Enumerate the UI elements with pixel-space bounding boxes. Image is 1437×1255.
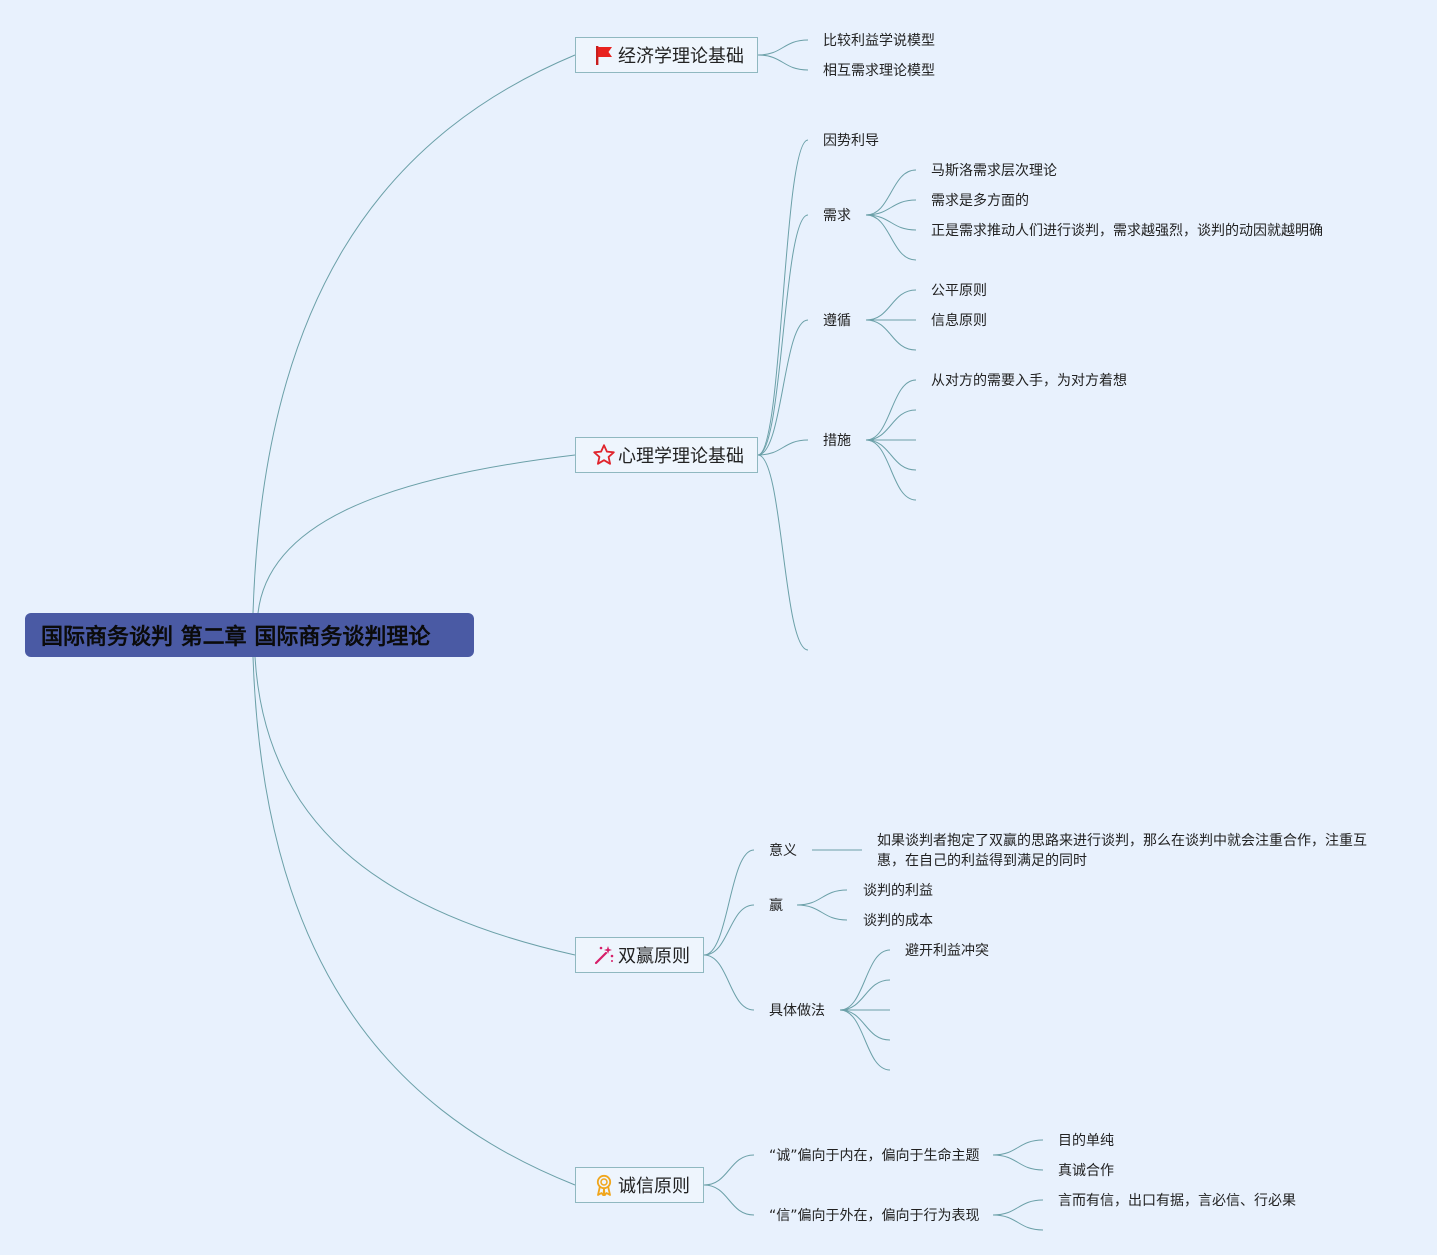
connector-cheng-0 xyxy=(992,1139,1044,1156)
branch-integrity[interactable]: 诚信原则 xyxy=(575,1167,704,1203)
connector-need-2 xyxy=(865,214,917,231)
topic-negotiation-cost[interactable]: 谈判的成本 xyxy=(863,913,933,929)
topic-measures[interactable]: 措施 xyxy=(823,433,851,449)
branch-integrity-label: 诚信原则 xyxy=(618,1176,690,1197)
topic-avoid-conflict[interactable]: 避开利益冲突 xyxy=(905,943,989,959)
branch-economics[interactable]: 经济学理论基础 xyxy=(575,37,758,73)
connector-root-winwin xyxy=(254,656,576,956)
branch-economics-label: 经济学理论基础 xyxy=(618,46,744,67)
connector-follow-0 xyxy=(865,289,917,321)
connector-measure-4 xyxy=(865,439,917,501)
topic-xin[interactable]: “信”偏向于外在，偏向于行为表现 xyxy=(769,1208,980,1224)
connector-practice-3 xyxy=(839,1009,891,1041)
connector-measure-3 xyxy=(865,439,917,471)
connector-psy-0 xyxy=(757,139,809,456)
topic-win[interactable]: 赢 xyxy=(769,898,783,914)
magic-wand-icon xyxy=(592,943,616,967)
branch-winwin[interactable]: 双赢原则 xyxy=(575,937,704,973)
topic-meaning-text[interactable]: 如果谈判者抱定了双赢的思路来进行谈判，那么在谈判中就会注重合作，注重互惠，在自己… xyxy=(877,833,1367,869)
connector-win-2 xyxy=(703,954,755,1011)
connector-int-2 xyxy=(703,1184,755,1216)
topic-practice[interactable]: 具体做法 xyxy=(769,1003,825,1019)
connector-need-1 xyxy=(865,199,917,216)
star-outline-icon xyxy=(592,443,616,467)
topic-cheng[interactable]: “诚”偏向于内在，偏向于生命主题 xyxy=(769,1148,980,1164)
topic-yinshi[interactable]: 因势利导 xyxy=(823,133,879,149)
topic-start-from-needs[interactable]: 从对方的需要入手，为对方着想 xyxy=(931,373,1127,389)
topic-need-driver[interactable]: 正是需求推动人们进行谈判，需求越强烈，谈判的动因就越明确 xyxy=(931,223,1323,239)
topic-comparative-advantage[interactable]: 比较利益学说模型 xyxy=(823,33,935,49)
topic-reciprocal-demand[interactable]: 相互需求理论模型 xyxy=(823,63,935,79)
connector-win-child-0 xyxy=(796,889,848,906)
connector-econ-2 xyxy=(757,54,809,71)
topic-meaning[interactable]: 意义 xyxy=(769,843,797,859)
topic-sincere-cooperation[interactable]: 真诚合作 xyxy=(1058,1163,1114,1179)
connector-practice-1 xyxy=(839,979,891,1011)
connector-psy-4 xyxy=(757,454,809,651)
connector-follow-2 xyxy=(865,319,917,351)
connector-win-0 xyxy=(703,849,755,956)
root-topic[interactable]: 国际商务谈判 第二章 国际商务谈判理论 xyxy=(25,613,474,657)
connector-xin-1 xyxy=(992,1214,1044,1231)
connector-psy-3 xyxy=(757,439,809,456)
topic-fairness[interactable]: 公平原则 xyxy=(931,283,987,299)
connector-int-1 xyxy=(703,1154,755,1186)
red-flag-icon xyxy=(592,43,616,67)
connector-need-0 xyxy=(865,169,917,216)
connector-win-child-1 xyxy=(796,904,848,921)
topic-need-multifaceted[interactable]: 需求是多方面的 xyxy=(931,193,1029,209)
topic-information[interactable]: 信息原则 xyxy=(931,313,987,329)
connector-psy-1 xyxy=(757,214,809,456)
connector-practice-0 xyxy=(839,949,891,1011)
connector-econ-1 xyxy=(757,39,809,56)
root-topic-label: 国际商务谈判 第二章 国际商务谈判理论 xyxy=(41,625,431,650)
branch-psychology[interactable]: 心理学理论基础 xyxy=(575,437,758,473)
connector-psy-2 xyxy=(757,319,809,456)
connector-xin-0 xyxy=(992,1199,1044,1216)
award-ribbon-icon xyxy=(592,1173,616,1197)
topic-pure-purpose[interactable]: 目的单纯 xyxy=(1058,1133,1114,1149)
connector-win-1 xyxy=(703,904,755,956)
connector-measure-0 xyxy=(865,379,917,441)
topic-follow[interactable]: 遵循 xyxy=(823,313,851,329)
connector-cheng-1 xyxy=(992,1154,1044,1171)
branch-psychology-label: 心理学理论基础 xyxy=(618,446,744,467)
connector-practice-4 xyxy=(839,1009,891,1071)
topic-maslow[interactable]: 马斯洛需求层次理论 xyxy=(931,163,1057,179)
topic-negotiation-benefit[interactable]: 谈判的利益 xyxy=(863,883,933,899)
connector-root-economics xyxy=(252,54,576,614)
connector-root-integrity xyxy=(252,656,576,1186)
connector-measure-1 xyxy=(865,409,917,441)
connector-need-3 xyxy=(865,214,917,261)
topic-need[interactable]: 需求 xyxy=(823,208,851,224)
topic-keep-word[interactable]: 言而有信，出口有据，言必信、行必果 xyxy=(1058,1193,1296,1209)
connector-root-psychology xyxy=(257,454,576,614)
branch-winwin-label: 双赢原则 xyxy=(618,946,690,967)
